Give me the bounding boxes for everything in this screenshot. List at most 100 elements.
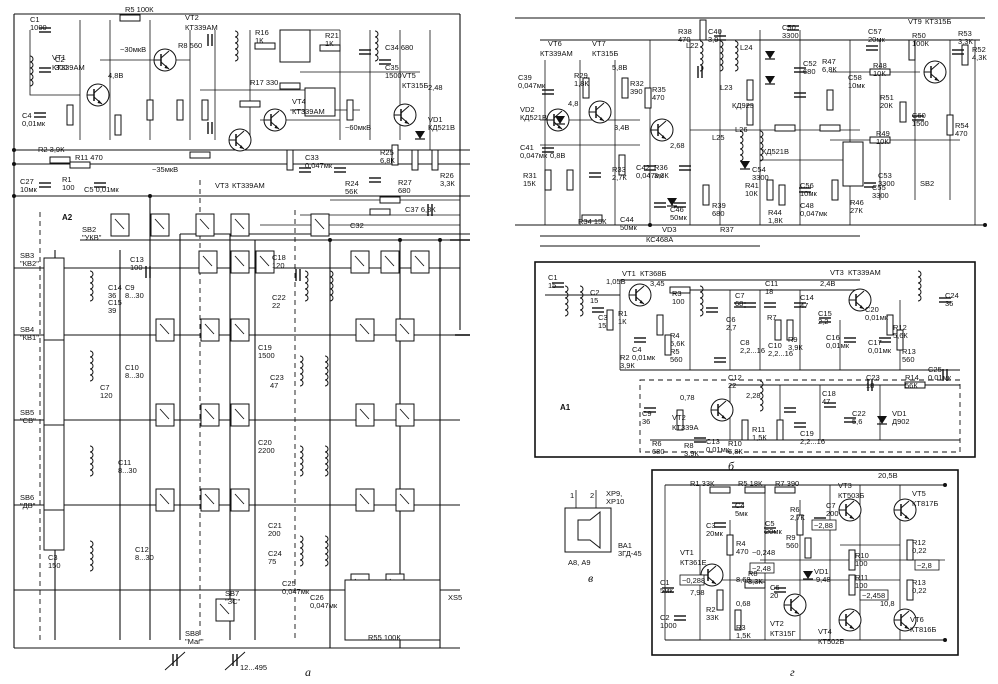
section-label-b: б (728, 459, 735, 473)
label-tr-sb2: SB2 (920, 179, 934, 188)
label-g-v798: 7,98 (690, 588, 705, 597)
label-v-xp9: XP9,XP10 (606, 489, 624, 506)
vt2-g-type: КТ315Г (770, 629, 796, 638)
label-g-mv0288: ~0,288 (682, 576, 705, 585)
section-a-components (12, 14, 470, 671)
label-a-mv35: ~35мкВ (152, 165, 178, 174)
transistor-vt2 (153, 48, 177, 72)
label-a-c1c2: 12...495 (240, 663, 267, 672)
section-b-frame (534, 261, 976, 458)
label-a-sb5: SB5"СВ" (20, 408, 36, 425)
label-tr-kd521v: КД521В (762, 147, 789, 156)
vt1-b-type: КТ368Б (640, 269, 666, 278)
section-g-labels: VT1 КТ361Е VT2 КТ315Г VT3 КТ503Б VT4 КТ5… (660, 471, 938, 646)
vt6-top-name: VT6 (548, 39, 562, 48)
vt3-a-type: КТ339АМ (232, 181, 265, 190)
transistor-vt1 (86, 83, 110, 107)
vt2-a-name: VT2 (185, 13, 199, 22)
label-tr-v34: 3,4В (614, 123, 629, 132)
label-tr-r34: R34 15К (578, 217, 607, 226)
label-b-v345: 3,45 (650, 279, 665, 288)
transistor-vt2-b (710, 398, 734, 422)
vt1-a-name: VT1 (52, 53, 66, 62)
transistor-vt4-g (838, 608, 862, 632)
label-g-r7: R7 390 (775, 479, 799, 488)
label-g-mv2458: ~2,458 (862, 591, 885, 600)
speaker-pin-1: 1 (570, 491, 574, 500)
label-a-mv60: ~60мкВ (345, 123, 371, 132)
diode-vd6-top (739, 160, 751, 170)
transistor-vt7-top (588, 100, 612, 124)
vt5-a-name: VT5 (402, 71, 416, 80)
label-a-r2: R2 3,9К (38, 145, 65, 154)
label-tr-l23: L23 (720, 83, 733, 92)
vt1-g-name: VT1 (680, 548, 694, 557)
label-tr-l26: L26 (735, 125, 748, 134)
label-a-sb8: SB8"Маг" (185, 629, 204, 646)
label-g-mv0248: ~0,248 (752, 548, 775, 557)
label-b-v105: 1,05В (606, 277, 626, 286)
label-g-v205: 20,5В (878, 471, 898, 480)
diode-vd1 (414, 130, 426, 140)
vt5-g-type: КТ817Б (912, 499, 938, 508)
vt2-b-type: КТ339А (672, 423, 698, 432)
diode-vd1-b (876, 415, 888, 425)
label-a-mv30: ~30мкВ (120, 45, 146, 54)
section-label-v: в (588, 571, 593, 585)
section-a-transistor-names: VT1 КТ339АМ VT2 КТ339АМ VT3 КТ339АМ VT4 … (52, 13, 428, 190)
diode-vd4-top (764, 50, 776, 60)
label-g-v948: 9,48 (816, 575, 831, 584)
